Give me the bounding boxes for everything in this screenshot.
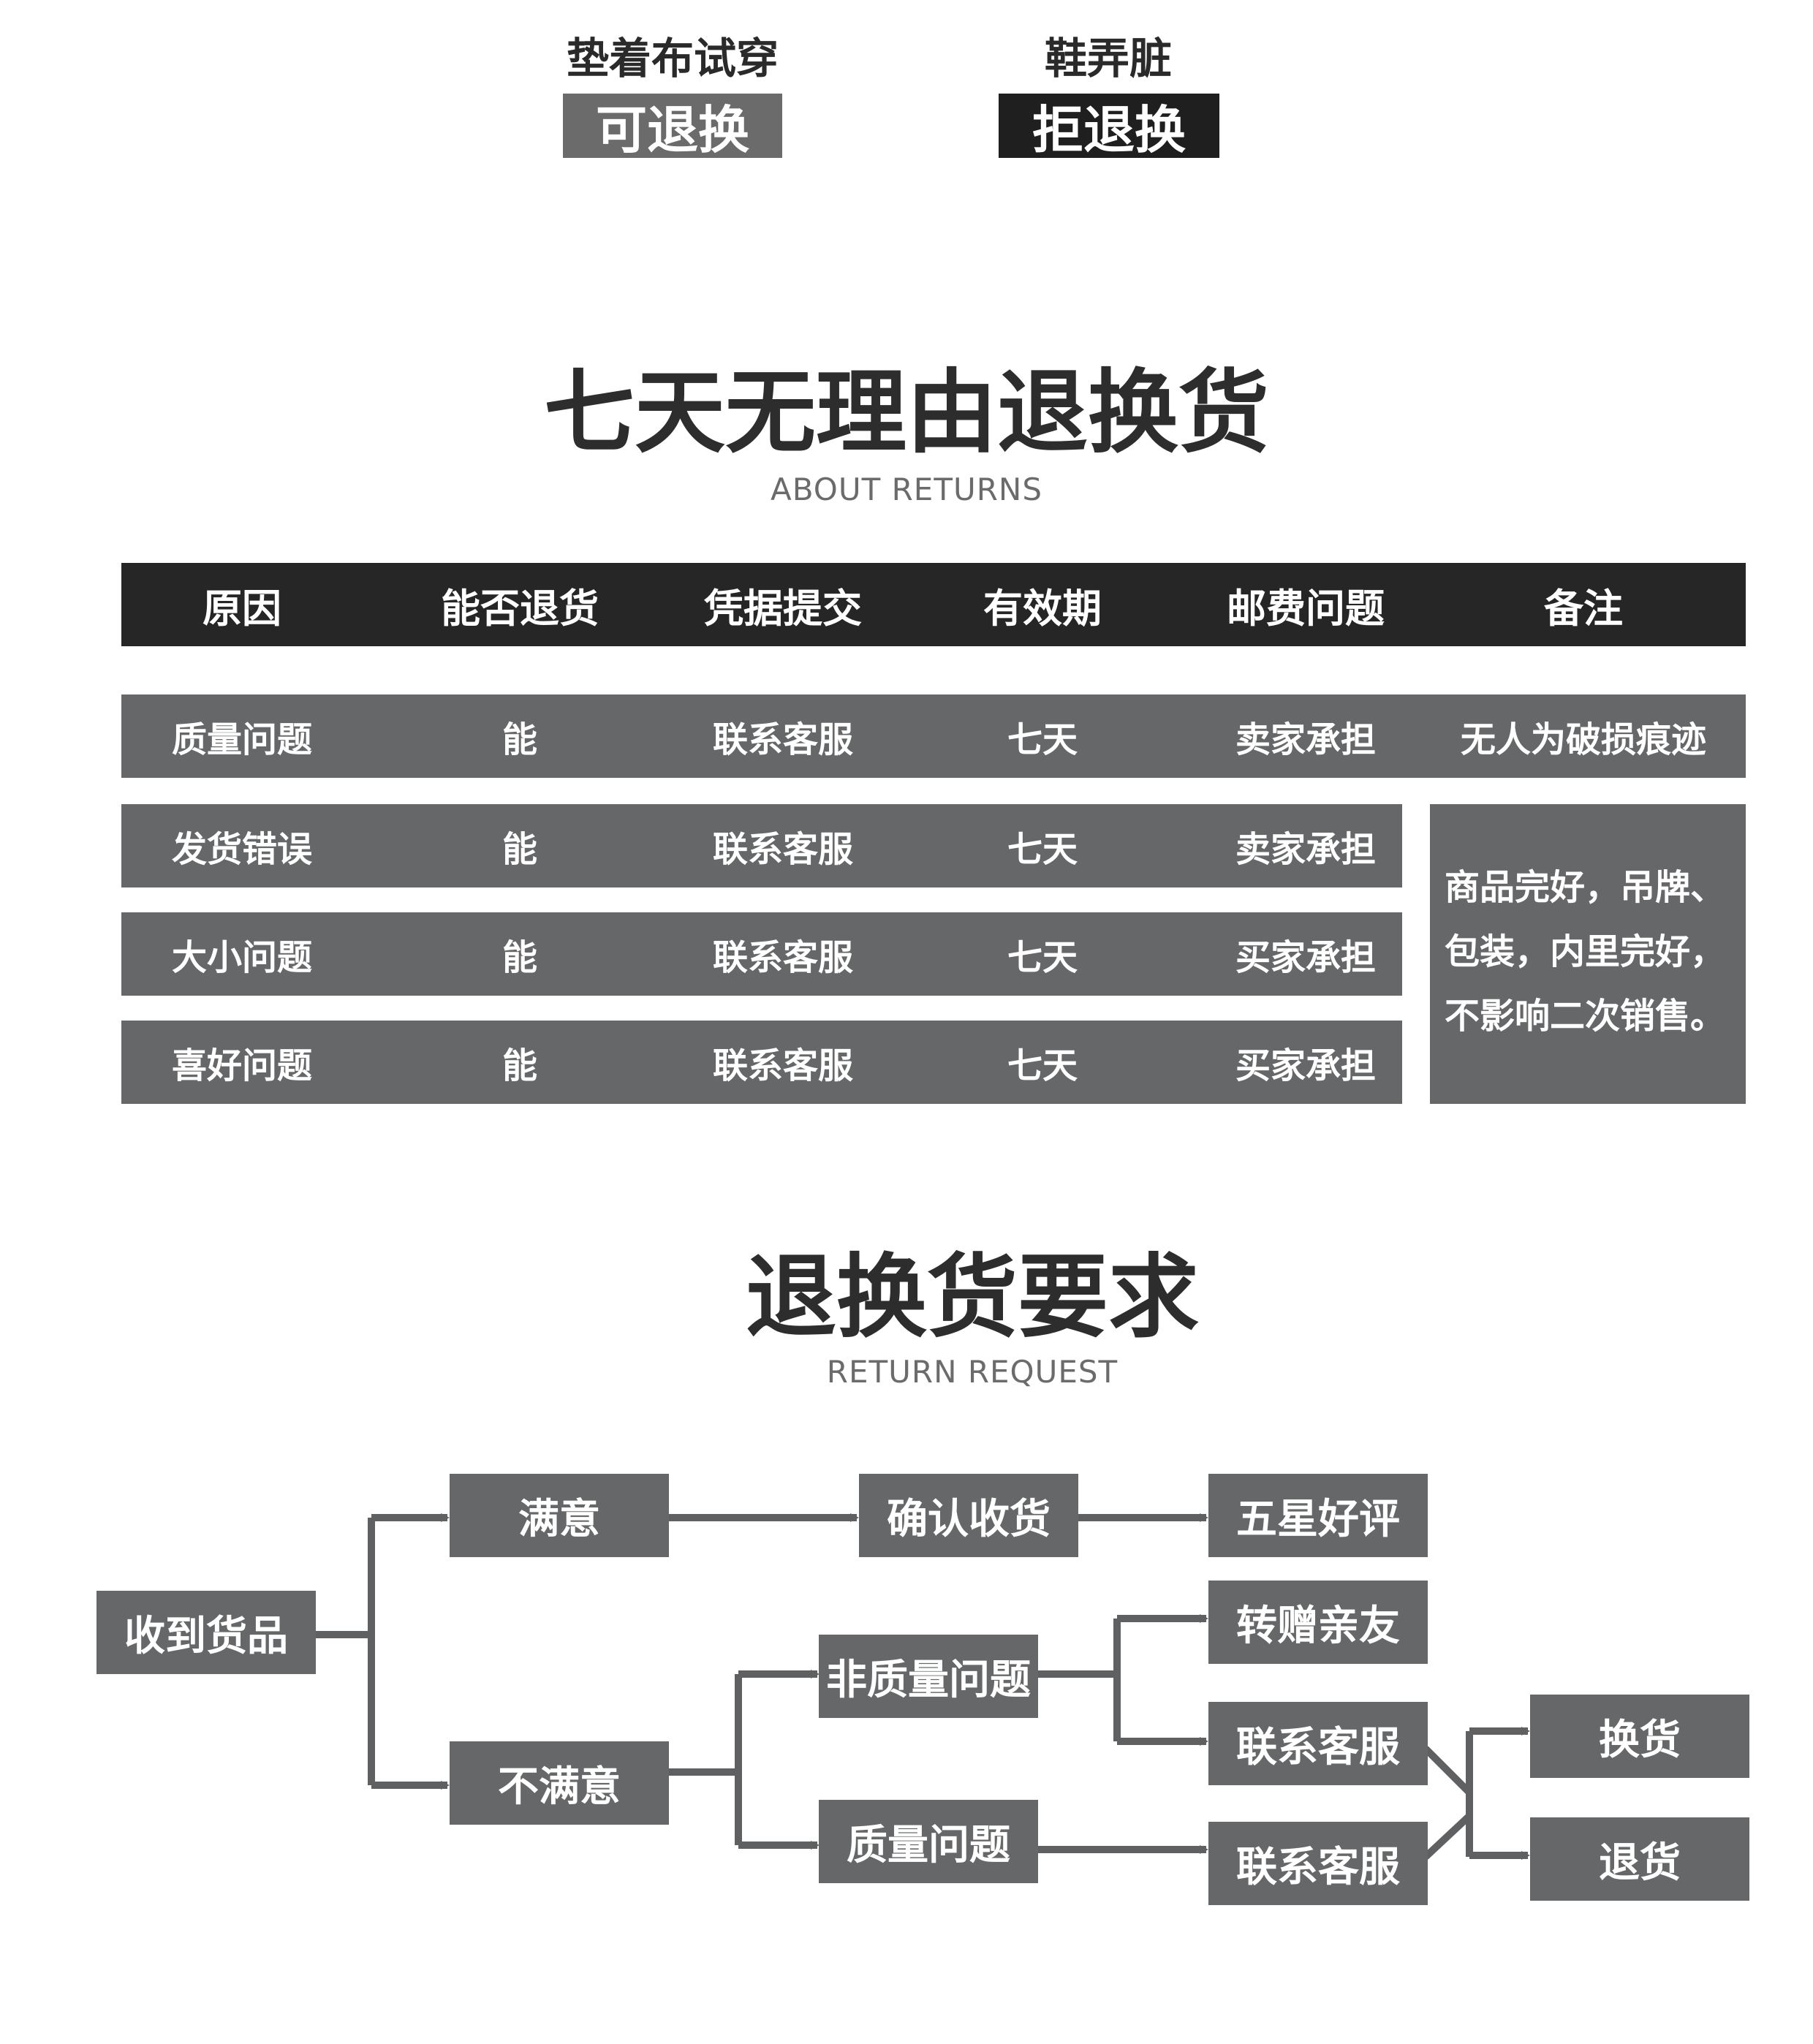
cell-shipping: 买家承担 <box>1235 937 1376 978</box>
flow-node-contact-service: 联系客服 <box>1208 1822 1428 1905</box>
cell-validity: 七天 <box>1007 719 1078 760</box>
cell-reason: 喜好问题 <box>171 1045 312 1086</box>
try-on-right-caption: 鞋弄脏 <box>1044 34 1172 83</box>
flow-node-non-quality: 非质量问题 <box>819 1635 1038 1718</box>
flow-node-contact-service: 联系客服 <box>1208 1702 1428 1785</box>
flow-node-exchange: 换货 <box>1530 1695 1749 1778</box>
cell-shipping: 卖家承担 <box>1235 719 1376 760</box>
cell-proof: 联系客服 <box>712 829 853 870</box>
cell-validity: 七天 <box>1007 829 1078 870</box>
shared-note-box: 商品完好，吊牌、 包装，内里完好， 不影响二次销售。 <box>1430 804 1746 1104</box>
try-on-right-badge: 拒退换 <box>999 94 1219 160</box>
cell-shipping: 卖家承担 <box>1235 829 1376 870</box>
flow-node-gift: 转赠亲友 <box>1208 1581 1428 1664</box>
flow-node-confirm-receipt: 确认收货 <box>859 1474 1078 1557</box>
request-title: 退换货要求 <box>745 1245 1199 1350</box>
cell-shipping: 买家承担 <box>1235 1045 1376 1086</box>
returns-subtitle: ABOUT RETURNS <box>771 472 1042 507</box>
cell-proof: 联系客服 <box>712 937 853 978</box>
col-note-header: 备注 <box>1544 585 1623 632</box>
request-subtitle: RETURN REQUEST <box>826 1354 1119 1390</box>
flow-node-five-star: 五星好评 <box>1208 1474 1428 1557</box>
cell-returnable: 能 <box>501 937 537 978</box>
table-row: 大小问题 能 联系客服 七天 买家承担 <box>121 912 1402 996</box>
flow-node-received: 收到货品 <box>96 1591 316 1674</box>
flow-node-refund: 退货 <box>1530 1817 1749 1901</box>
flow-node-unsatisfied: 不满意 <box>450 1741 669 1825</box>
cell-reason: 大小问题 <box>171 937 312 978</box>
table-row: 喜好问题 能 联系客服 七天 买家承担 <box>121 1021 1402 1104</box>
cell-validity: 七天 <box>1007 937 1078 978</box>
col-shipping-header: 邮费问题 <box>1227 585 1385 632</box>
table-header: 原因 能否退货 凭据提交 有效期 邮费问题 备注 <box>121 563 1746 646</box>
cell-validity: 七天 <box>1007 1045 1078 1086</box>
col-proof-header: 凭据提交 <box>704 585 862 632</box>
col-reason-header: 原因 <box>203 585 281 632</box>
cell-reason: 质量问题 <box>171 719 312 760</box>
shared-note-line: 包装，内里完好， <box>1445 931 1726 972</box>
cell-proof: 联系客服 <box>712 1045 853 1086</box>
shared-note-line: 商品完好，吊牌、 <box>1445 867 1726 908</box>
cell-reason: 发货错误 <box>171 829 312 870</box>
table-row: 发货错误 能 联系客服 七天 卖家承担 <box>121 804 1402 887</box>
col-returnable-header: 能否退货 <box>441 585 599 632</box>
cell-note: 无人为破损痕迹 <box>1460 719 1706 760</box>
cell-returnable: 能 <box>501 829 537 870</box>
flow-node-satisfied: 满意 <box>450 1474 669 1557</box>
cell-returnable: 能 <box>501 719 537 760</box>
returns-title: 七天无理由退换货 <box>543 360 1269 466</box>
col-validity-header: 有效期 <box>983 585 1102 632</box>
shared-note-line: 不影响二次销售。 <box>1445 996 1726 1037</box>
cell-returnable: 能 <box>501 1045 537 1086</box>
cell-proof: 联系客服 <box>712 719 853 760</box>
try-on-left-badge: 可退换 <box>563 94 782 160</box>
try-on-left-caption: 垫着布试穿 <box>566 34 779 83</box>
table-row: 质量问题 能 联系客服 七天 卖家承担 无人为破损痕迹 <box>121 694 1746 778</box>
flow-node-quality: 质量问题 <box>819 1800 1038 1883</box>
